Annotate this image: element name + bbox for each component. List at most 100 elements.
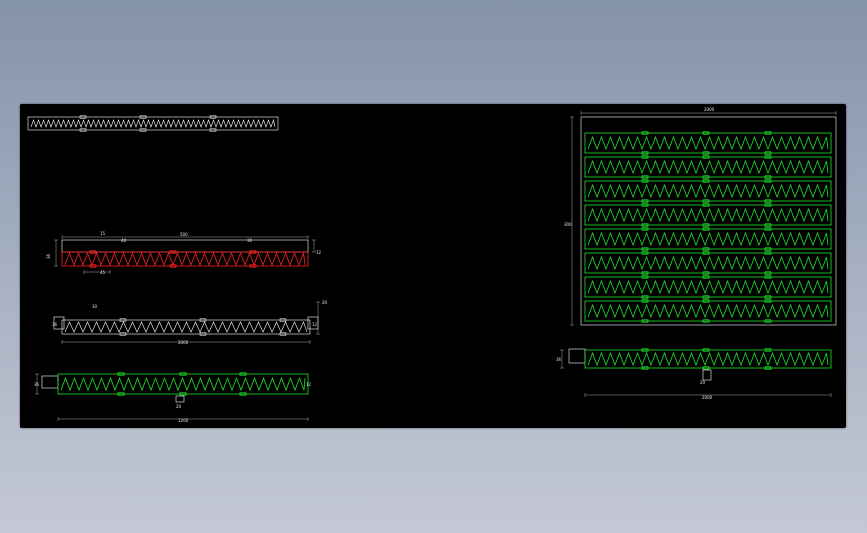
panel-rack-notch — [702, 299, 710, 303]
panel-rack-notch — [764, 223, 772, 227]
panel-rack-notch — [641, 203, 649, 207]
panel-rack-teeth — [587, 183, 829, 199]
panel-rack-teeth — [587, 303, 829, 319]
panel-rack-notch — [764, 131, 772, 135]
panel-outline — [580, 116, 837, 326]
panel-rack-teeth — [587, 255, 829, 271]
red-outline — [61, 251, 309, 267]
red-notch — [89, 264, 97, 268]
panel-rack-notch — [641, 251, 649, 255]
red-notch — [89, 250, 97, 254]
single-notch — [702, 366, 710, 370]
panel-rack-teeth — [587, 279, 829, 295]
red-dim-small-b: 40 — [121, 238, 127, 243]
panel-rack-outline — [584, 180, 832, 202]
panel-rack-notch — [702, 151, 710, 155]
panel-rack-notch — [702, 223, 710, 227]
green-notch — [117, 392, 125, 396]
panel-rack-outline — [584, 156, 832, 178]
panel-rack-notch — [764, 319, 772, 323]
panel-rack-notch — [702, 275, 710, 279]
white-dim-right: 12 — [312, 322, 318, 327]
strip-notch — [79, 115, 87, 119]
strip-notch — [139, 128, 147, 132]
red-rack-profile — [54, 235, 316, 274]
green-notch — [239, 372, 247, 376]
white-notch — [279, 332, 287, 336]
white-notch — [199, 318, 207, 322]
green-notch — [179, 392, 187, 396]
red-teeth — [64, 251, 306, 267]
panel-rack-notch — [641, 271, 649, 275]
green-dim-right: 12 — [306, 382, 312, 387]
single-notch — [641, 366, 649, 370]
white-dim-tooth: 30 — [92, 304, 98, 309]
green-outline — [57, 373, 309, 395]
panel-rack-notch — [764, 299, 772, 303]
panel-rack-notch — [641, 151, 649, 155]
single-dim-bottom: 2000 — [702, 395, 713, 400]
panel-rack-notch — [641, 223, 649, 227]
strip-notch — [79, 128, 87, 132]
panel-rack-notch — [764, 155, 772, 159]
panel-rack-outline — [584, 276, 832, 298]
panel-rack-notch — [641, 247, 649, 251]
red-dim-pitch: 45 — [100, 270, 106, 275]
panel-rack-notch — [702, 271, 710, 275]
single-outline — [584, 349, 832, 369]
single-notch — [764, 366, 772, 370]
panel-rack-notch — [702, 251, 710, 255]
green-mid-tab — [175, 395, 185, 403]
strip-notch — [139, 115, 147, 119]
panel-rack-notch — [764, 151, 772, 155]
single-left-block — [568, 348, 586, 364]
stacked-rack-panel — [570, 111, 837, 326]
green-dim-left: 36 — [34, 382, 40, 387]
panel-dim-top: 2000 — [704, 107, 715, 112]
panel-rack-notch — [702, 155, 710, 159]
strip-notch — [209, 128, 217, 132]
cad-drawing: 500 36 15 40 30 45 12 2000 36 30 12 20 3… — [27, 107, 837, 423]
panel-rack-notch — [764, 247, 772, 251]
panel-rack-notch — [641, 227, 649, 231]
panel-rack-notch — [702, 179, 710, 183]
panel-rack-notch — [641, 175, 649, 179]
green-dim-mid: 20 — [176, 404, 182, 409]
single-green-rack-profile — [560, 348, 832, 397]
panel-rack-notch — [764, 271, 772, 275]
panel-rack-notch — [641, 179, 649, 183]
panel-rack-outline — [584, 132, 832, 154]
white-notch — [119, 332, 127, 336]
panel-rack-outline — [584, 228, 832, 250]
white-outline — [61, 319, 311, 335]
single-teeth — [587, 351, 829, 367]
white-left-cap — [53, 316, 65, 330]
panel-rack-notch — [702, 199, 710, 203]
panel-dim-left: 300 — [564, 222, 572, 227]
strip-outline — [27, 116, 279, 131]
red-dim-small-c: 30 — [247, 238, 253, 243]
panel-rack-notch — [641, 319, 649, 323]
single-notch — [764, 348, 772, 352]
panel-rack-notch — [764, 199, 772, 203]
panel-rack-notch — [702, 227, 710, 231]
cad-canvas[interactable]: 500 36 15 40 30 45 12 2000 36 30 12 20 3… — [20, 104, 846, 428]
panel-rack-teeth — [587, 207, 829, 223]
panel-rack-notch — [764, 175, 772, 179]
green-dim-bottom: 1200 — [178, 418, 189, 423]
panel-rack-teeth — [587, 231, 829, 247]
white-dim-left: 36 — [52, 322, 58, 327]
panel-rack-notch — [702, 131, 710, 135]
single-dim-mid: 20 — [700, 380, 706, 385]
red-dim-right: 12 — [316, 250, 322, 255]
panel-rack-outline — [584, 252, 832, 274]
single-notch — [641, 348, 649, 352]
panel-rack-outline — [584, 300, 832, 322]
green-teeth — [60, 376, 306, 392]
single-mid-tab — [702, 369, 712, 381]
red-notch — [169, 250, 177, 254]
red-notch — [249, 264, 257, 268]
panel-rack-notch — [641, 295, 649, 299]
single-dim-left: 36 — [556, 357, 562, 362]
red-dim-left: 36 — [46, 253, 51, 259]
